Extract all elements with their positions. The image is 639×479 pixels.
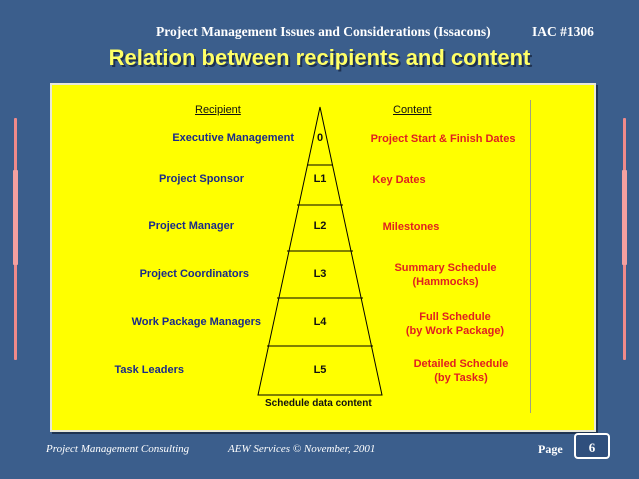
recipient-label: Work Package Managers	[131, 316, 261, 328]
content-line: (Hammocks)	[412, 276, 479, 288]
content-panel: Recipient Content Executive Management 0…	[50, 83, 596, 432]
content-line: Project Start & Finish Dates	[370, 133, 516, 145]
page-label: Page	[538, 442, 563, 456]
level-label: L3	[313, 268, 327, 280]
content-line: Detailed Schedule	[413, 358, 509, 370]
header-title: Project Management Issues and Considerat…	[156, 24, 491, 39]
left-decoration-accent	[13, 170, 18, 265]
page-number: 6	[574, 433, 610, 459]
content-label: Summary Schedule (Hammocks)	[378, 261, 513, 289]
level-label: L2	[313, 220, 327, 232]
content-line: Key Dates	[372, 174, 426, 186]
content-label: Full Schedule (by Work Package)	[385, 310, 525, 338]
recipient-label: Project Sponsor	[159, 173, 244, 185]
footer-left: Project Management Consulting	[46, 443, 190, 455]
slide-title: Relation between recipients and content	[108, 45, 531, 70]
level-label: L1	[313, 173, 327, 185]
header-code: IAC #1306	[532, 24, 594, 39]
right-decoration-accent	[622, 170, 627, 265]
pyramid-caption: Schedule data content	[265, 398, 372, 409]
content-label: Detailed Schedule (by Tasks)	[391, 357, 531, 385]
footer-center: AEW Services © November, 2001	[228, 443, 376, 455]
recipient-label: Task Leaders	[114, 364, 184, 376]
content-line: (by Tasks)	[434, 372, 488, 384]
schedule-pyramid	[257, 106, 383, 396]
recipient-header: Recipient	[195, 104, 241, 116]
content-line: Milestones	[382, 221, 440, 233]
content-line: Full Schedule	[419, 311, 491, 323]
content-label: Key Dates	[353, 173, 445, 187]
content-line: Summary Schedule	[394, 262, 497, 274]
content-label: Project Start & Finish Dates	[353, 132, 533, 146]
level-label: L4	[313, 316, 327, 328]
level-label: 0	[316, 132, 324, 144]
content-header: Content	[393, 104, 432, 116]
content-line: (by Work Package)	[405, 325, 505, 337]
level-label: L5	[313, 364, 327, 376]
content-label: Milestones	[365, 220, 457, 234]
recipient-label: Project Coordinators	[139, 268, 249, 280]
recipient-label: Executive Management	[172, 132, 294, 144]
right-divider-line	[530, 100, 531, 413]
recipient-label: Project Manager	[148, 220, 234, 232]
